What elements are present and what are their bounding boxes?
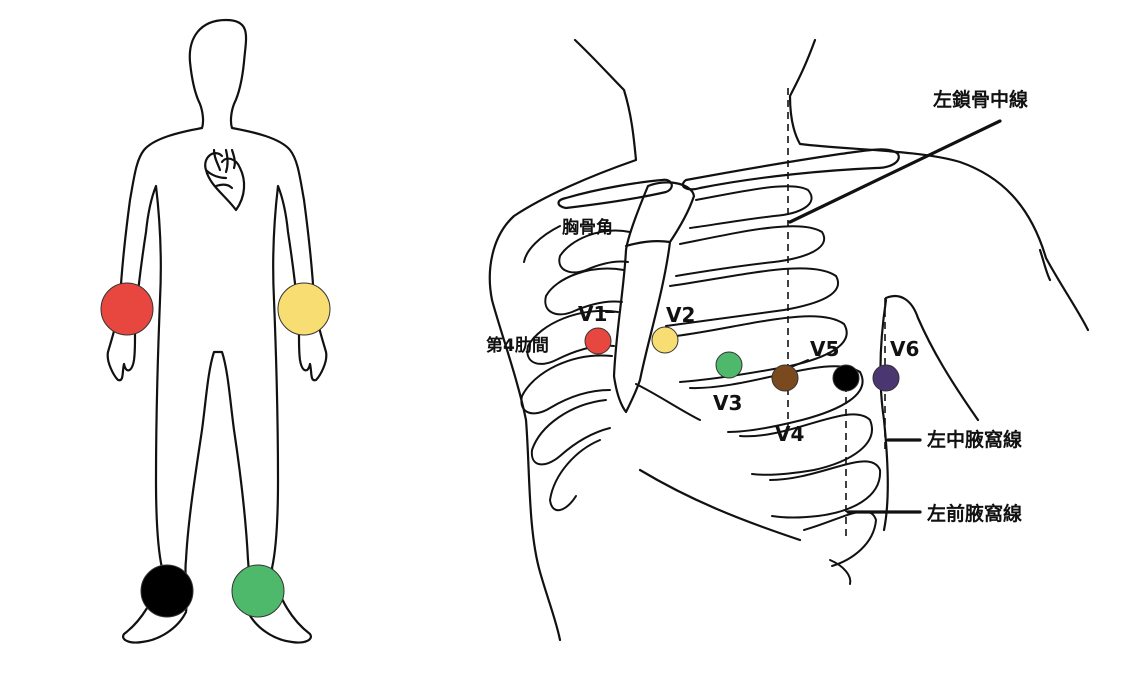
sternal-angle-line [624, 240, 672, 248]
electrode-v2 [651, 326, 679, 354]
electrode-v4 [771, 364, 799, 392]
label-v6: V6 [890, 337, 919, 361]
electrode-v6 [872, 364, 900, 392]
label-left-midaxillary-line: 左中腋窩線 [927, 428, 1022, 451]
label-left-anterior-axillary-line: 左前腋窩線 [927, 502, 1022, 525]
torso-figure [488, 38, 1090, 642]
sternum [612, 181, 696, 414]
right-arm-electrode [100, 282, 154, 336]
label-left-midclavicular-line: 左鎖骨中線 [933, 88, 1028, 111]
midclavicular-leader [788, 119, 1002, 224]
left-leg-electrode [231, 564, 285, 618]
label-v2: V2 [666, 303, 695, 327]
right-lateral-chest [638, 468, 802, 542]
left-arm-electrode [277, 282, 331, 336]
electrode-v3 [715, 351, 743, 379]
torso-outline-left [488, 38, 638, 642]
body-figure [106, 18, 328, 644]
label-v1: V1 [578, 302, 607, 326]
ribs-left [635, 185, 882, 585]
electrode-v1 [584, 327, 612, 355]
ribs-right [520, 225, 631, 511]
label-v3: V3 [713, 391, 742, 415]
right-clavicle [557, 178, 673, 210]
left-lateral-chest [884, 294, 980, 422]
right-leg-electrode [140, 564, 194, 618]
label-fourth-intercostal: 第4肋間 [486, 335, 549, 356]
electrode-v5 [832, 364, 860, 392]
body-outline [106, 18, 328, 644]
label-sternal-angle: 胸骨角 [562, 217, 613, 238]
torso-outline-right [788, 38, 1090, 332]
label-v5: V5 [810, 337, 839, 361]
left-lateral-chest-inner [879, 298, 889, 532]
heart-sketch [204, 148, 246, 212]
label-v4: V4 [775, 422, 804, 446]
left-clavicle [681, 148, 900, 191]
left-arm-pit [1038, 248, 1052, 282]
